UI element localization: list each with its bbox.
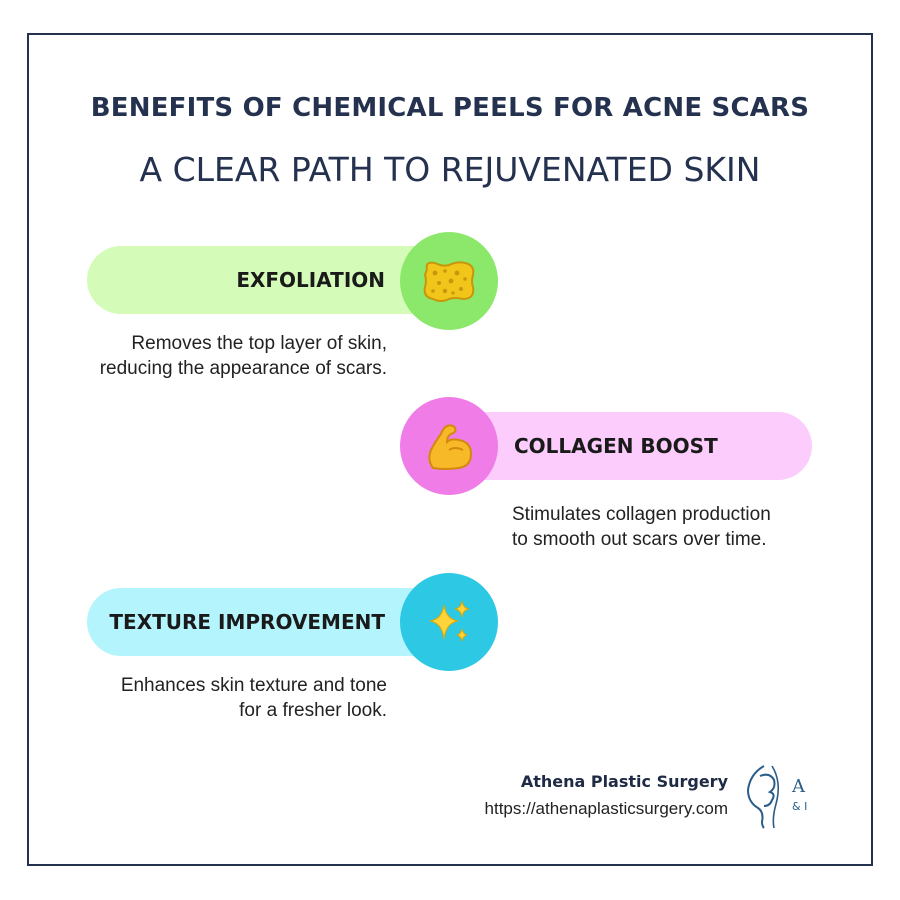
benefit-exfoliation-circle: [400, 232, 498, 330]
benefit-texture-circle: [400, 573, 498, 671]
sponge-icon: [423, 261, 475, 302]
athena-logo: A & I: [742, 762, 810, 830]
benefit-exfoliation-description: Removes the top layer of skin, reducing …: [99, 333, 387, 379]
brand-url[interactable]: https://athenaplasticsurgery.com: [484, 799, 728, 818]
brand-name: Athena Plastic Surgery: [520, 772, 728, 791]
benefit-texture-pill: TEXTURE IMPROVEMENT: [87, 588, 447, 656]
page-subtitle: A CLEAR PATH TO REJUVENATED SKIN: [139, 150, 761, 189]
sparkles-icon: [429, 600, 470, 642]
benefit-texture-description: Enhances skin texture and tone for a fre…: [120, 675, 387, 721]
benefit-texture-title: TEXTURE IMPROVEMENT: [109, 610, 385, 634]
logo-subtext: & I: [792, 800, 807, 813]
benefit-exfoliation-title: EXFOLIATION: [236, 268, 385, 292]
benefit-collagen-circle: [400, 397, 498, 495]
benefit-exfoliation-pill: EXFOLIATION: [87, 246, 447, 314]
benefit-collagen-description: Stimulates collagen production to smooth…: [512, 504, 771, 550]
benefit-collagen-title: COLLAGEN BOOST: [514, 434, 718, 458]
benefit-collagen-pill: COLLAGEN BOOST: [448, 412, 812, 480]
page-title: BENEFITS OF CHEMICAL PEELS FOR ACNE SCAR…: [90, 93, 810, 123]
logo-letter: A: [791, 776, 806, 797]
flexed-bicep-icon: [428, 424, 473, 470]
